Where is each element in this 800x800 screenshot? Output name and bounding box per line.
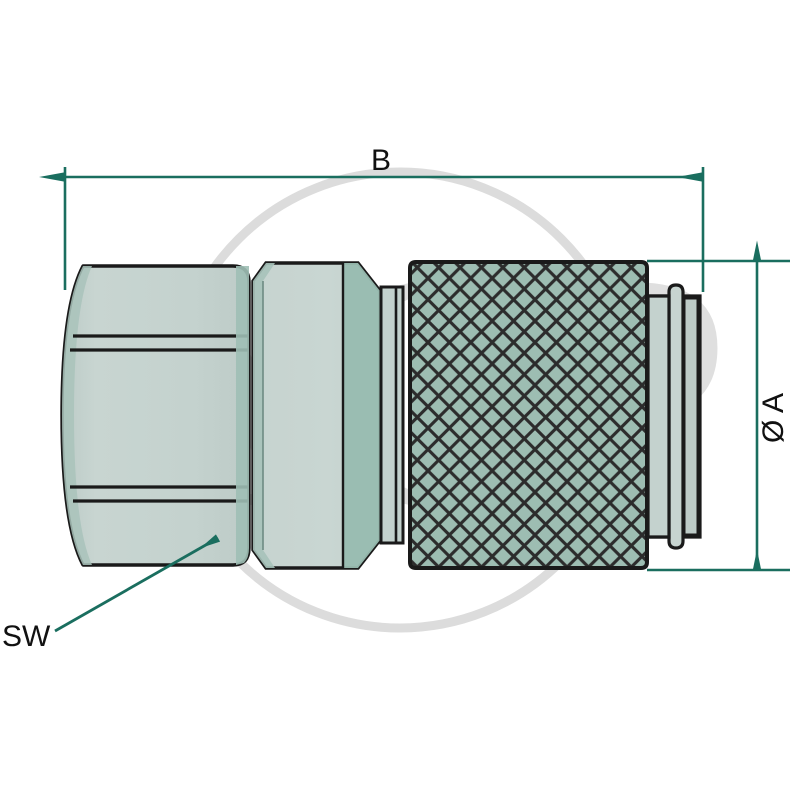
- dimension-label-a-group: Ø A: [757, 393, 790, 443]
- hex-body-right-shade: [343, 263, 380, 568]
- hex-body-left-shade: [253, 263, 275, 568]
- leader-line-sw: [54, 534, 221, 633]
- part-collar: [379, 285, 405, 545]
- hex-nut-left-shade: [62, 266, 92, 565]
- hex-nut-body: [60, 264, 251, 567]
- knurl-outline: [408, 260, 649, 570]
- part-hex-body: [251, 261, 382, 570]
- hex-nut-right-shade: [236, 266, 249, 565]
- dimension-diameter-a: Ø A: [647, 238, 790, 572]
- leader-sw: SW: [2, 534, 221, 653]
- collar-outline: [379, 285, 405, 545]
- dimension-b: B: [36, 144, 705, 292]
- knurl-fill: [410, 262, 647, 568]
- part-hex-nut: [60, 264, 251, 567]
- nipple-rib: [682, 296, 700, 537]
- part-nipple-end: [646, 283, 702, 550]
- dimension-label-a: Ø A: [757, 393, 790, 443]
- part-knurled-sleeve: [408, 260, 649, 570]
- label-sw: SW: [2, 620, 51, 653]
- nipple-capsule-band: [667, 283, 685, 550]
- nipple-front-face: [646, 294, 671, 539]
- dimension-label-b: B: [371, 144, 391, 177]
